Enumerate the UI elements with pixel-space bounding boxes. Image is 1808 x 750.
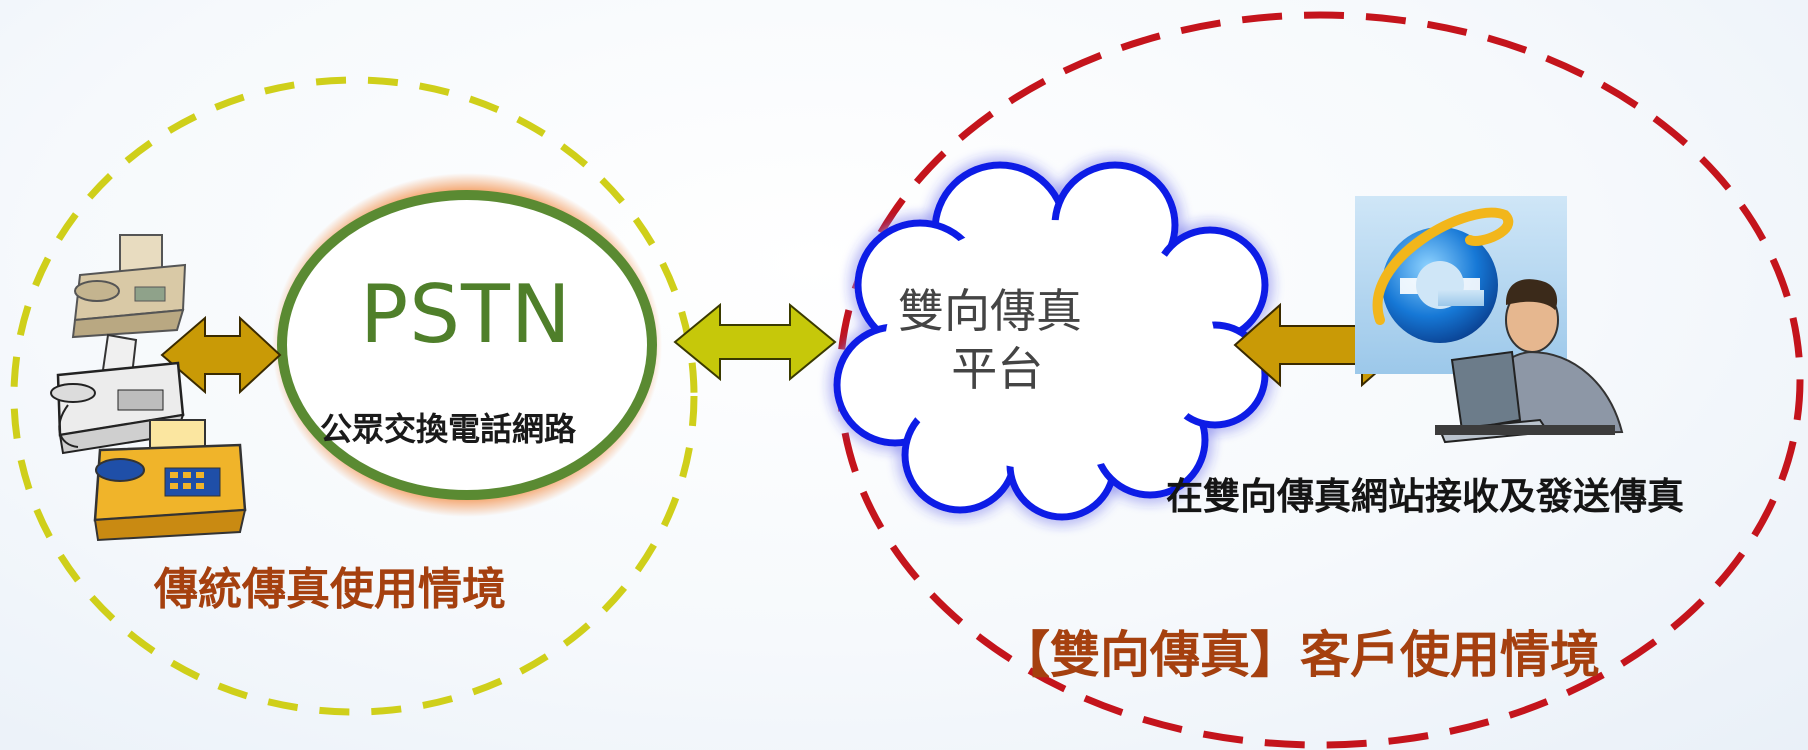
browser-e-icon [1355, 196, 1567, 374]
traditional-scenario-ring [10, 76, 698, 716]
arrow-fax-pstn [160, 315, 282, 395]
traditional-scenario-label: 傳統傳真使用情境 [154, 564, 506, 615]
arrow-pstn-cloud [673, 302, 837, 382]
web-fax-caption: 在雙向傳真網站接收及發送傳真 [1166, 475, 1684, 518]
user-at-computer-icon [1435, 279, 1624, 444]
pstn-title: PSTN [360, 268, 572, 361]
pstn-subtitle: 公眾交換電話網路 [320, 410, 577, 448]
cloud-platform-label: 雙向傳真 平台 [898, 284, 1082, 396]
cloud-platform [833, 161, 1269, 521]
client-scenario-label: 【雙向傳真】客戶使用情境 [1000, 626, 1600, 684]
pstn-ring [277, 190, 657, 500]
fax-machine-icon [50, 234, 247, 542]
